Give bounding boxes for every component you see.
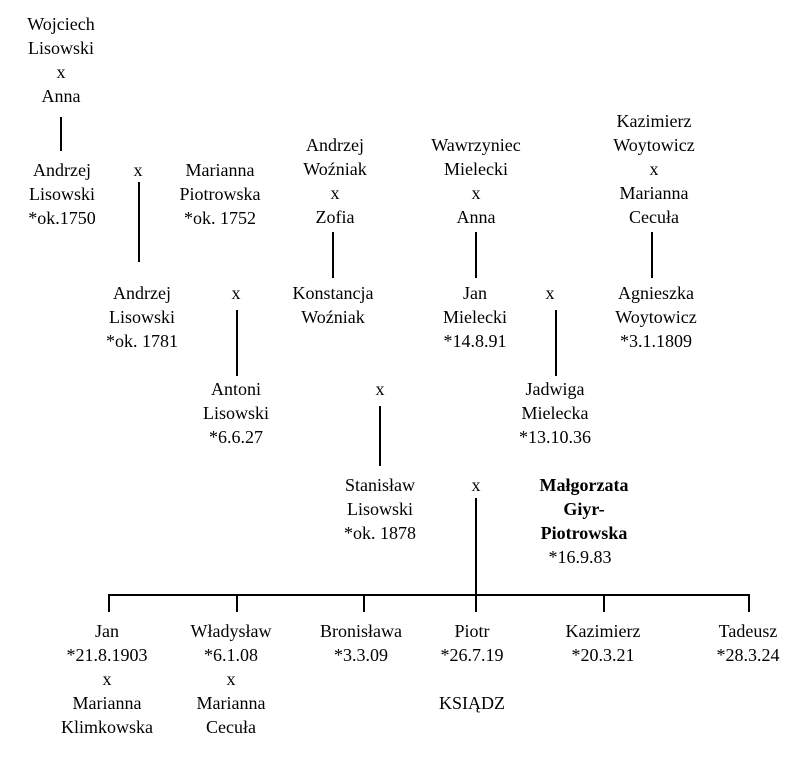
- marriage-x-andrzej-konstancja: x: [231, 283, 241, 303]
- child-jan: Jan *21.8.1903 x Marianna Klimkowska: [61, 621, 153, 737]
- drop-bronislawa: [363, 594, 365, 612]
- line-woytowicz-to-agnieszka: [651, 232, 653, 278]
- stanislaw-lisowski: Stanisław Lisowski *ok. 1878: [344, 475, 416, 543]
- andrzej-wozniak-zofia-couple: Andrzej Woźniak x Zofia: [303, 135, 367, 227]
- marriage-x-antoni-jadwiga: x: [375, 379, 385, 399]
- line-wozniak-to-konstancja: [332, 232, 334, 278]
- antoni-lisowski: Antoni Lisowski *6.6.27: [202, 379, 269, 447]
- child-piotr: Piotr *26.7.19: [440, 621, 504, 665]
- line-to-stanislaw: [379, 406, 381, 466]
- line-wawrzyniec-to-jan: [475, 232, 477, 278]
- marriage-x-stanislaw-malgorzata: x: [471, 475, 481, 495]
- child-bronislawa: Bronisława *3.3.09: [320, 621, 402, 665]
- child-wladyslaw: Władysław *6.1.08 x Marianna Cecuła: [190, 621, 272, 737]
- marriage-x-jan-agnieszka: x: [545, 283, 555, 303]
- drop-piotr: [475, 594, 477, 612]
- drop-jan: [108, 594, 110, 612]
- child-kazimierz: Kazimierz *20.3.21: [565, 621, 641, 665]
- jan-mielecki: Jan Mielecki *14.8.91: [443, 283, 507, 351]
- line-to-andrzej-younger: [138, 182, 140, 262]
- line-wojciech-to-andrzej: [60, 117, 62, 151]
- child-piotr-note: KSIĄDZ: [439, 693, 505, 713]
- konstancja-wozniak: Konstancja Woźniak: [292, 283, 374, 327]
- wojciech-anna-couple: Wojciech Lisowski x Anna: [27, 14, 95, 106]
- kazimierz-marianna-couple: Kazimierz Woytowicz x Marianna Cecuła: [613, 111, 695, 227]
- line-to-jadwiga: [555, 310, 557, 376]
- drop-kazimierz: [603, 594, 605, 612]
- line-parents-to-children: [475, 498, 477, 595]
- drop-tadeusz: [748, 594, 750, 612]
- jadwiga-mielecka: Jadwiga Mielecka *13.10.36: [519, 379, 591, 447]
- agnieszka-woytowicz: Agnieszka Woytowicz *3.1.1809: [615, 283, 697, 351]
- andrzej-lisowski-younger: Andrzej Lisowski *ok. 1781: [106, 283, 178, 351]
- malgorzata-giyr-piotrowska: Małgorzata Giyr- Piotrowska: [539, 475, 629, 543]
- drop-wladyslaw: [236, 594, 238, 612]
- wawrzyniec-anna-couple: Wawrzyniec Mielecki x Anna: [431, 135, 521, 227]
- andrzej-lisowski-elder: Andrzej Lisowski *ok.1750: [28, 160, 96, 228]
- malgorzata-birth-date: *16.9.83: [548, 547, 612, 567]
- line-to-antoni: [236, 310, 238, 376]
- children-horizontal-bar: [108, 594, 750, 596]
- marianna-piotrowska: Marianna Piotrowska *ok. 1752: [179, 160, 261, 228]
- marriage-x-andrzej-marianna: x: [133, 160, 143, 180]
- child-tadeusz: Tadeusz *28.3.24: [716, 621, 780, 665]
